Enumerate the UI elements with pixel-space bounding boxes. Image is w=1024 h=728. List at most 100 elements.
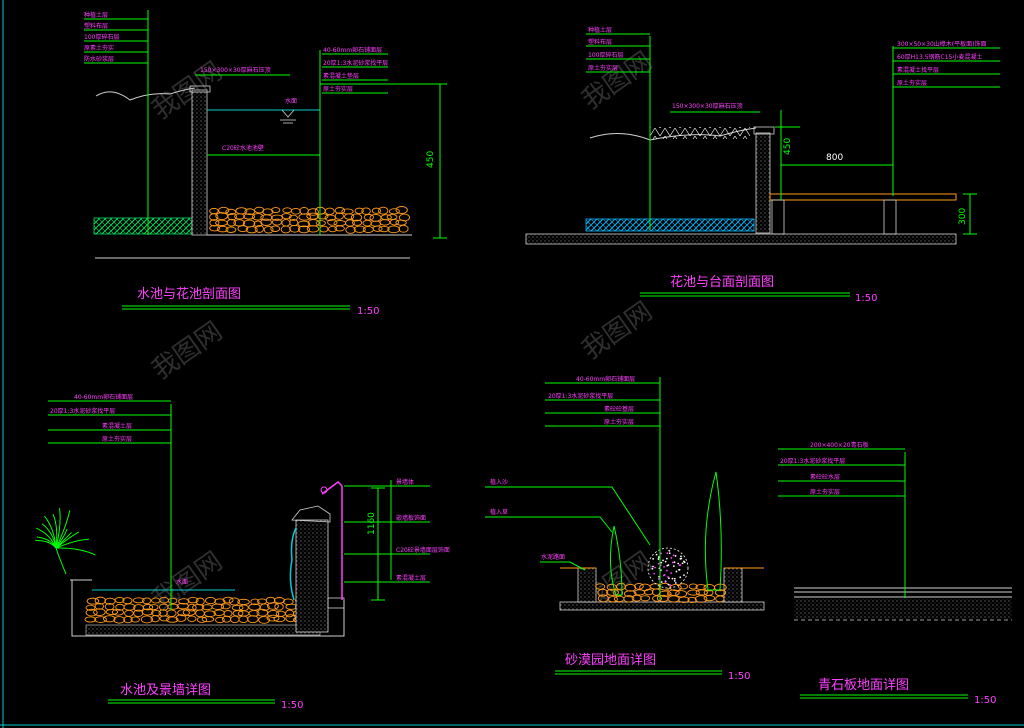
pebble [395,206,408,214]
pebble [94,602,104,610]
layer-label: 20厚1:3水泥砂浆找平层 [548,392,613,400]
shrub-dot [674,555,677,557]
dimension-text: 1160 [367,512,377,535]
section-title: 水池与花池剖面图 [137,286,241,302]
pebble [266,614,280,622]
bluestone-floor-section: 200×400×20青石板 20厚1:3水泥砂浆找平层 素砼砼水层 原土夯实层 … [778,441,1012,706]
pebble [228,597,240,606]
section-title: 花池与台面剖面图 [670,274,774,290]
dimension-text: 800 [826,153,843,163]
layer-label: 200×400×20青石板 [810,441,869,449]
layer-label: 防水砂浆层 [84,55,114,63]
water-spout [289,527,297,601]
pebble [253,220,263,228]
pebble [222,596,234,604]
layer-label: 素混凝土垫层 [323,72,359,80]
pebble [643,588,654,596]
layer-label: 原土夯实层 [102,435,132,443]
pebble [319,225,329,233]
pebble [677,583,689,590]
pebble [111,608,124,616]
pebble [263,225,274,234]
right-label: 素混凝土层 [396,574,426,582]
pebble [658,590,672,598]
shrub-dot [665,557,668,560]
pebble [259,603,270,611]
shrub-dot [662,559,664,562]
coping-stone [753,126,775,135]
shrub-dot [672,554,675,557]
left-label: 植入沙 [490,478,508,486]
plant-leaf [55,538,89,549]
pebble [260,218,272,226]
pebble [695,589,708,596]
pebble-bed [209,206,410,234]
shrub-dot [653,572,656,575]
plant-leaf [41,523,57,549]
pebble [209,224,221,232]
feature-wall [295,519,329,633]
shrub-dot [674,582,677,584]
plant-stem [55,547,67,575]
pebble [230,615,240,624]
pebble [250,598,260,606]
shrub-dot [675,570,678,573]
pebble [353,225,366,233]
leader-line [485,516,613,533]
pebble [280,225,291,234]
pebble [282,207,292,214]
pebble [142,603,154,611]
layer-label: 原土夯实层 [897,79,927,87]
pebble [258,616,270,624]
pebble [148,604,159,611]
pebble [388,208,400,215]
pebble [371,207,382,214]
pebble [372,225,383,232]
pebble [307,208,319,216]
plant-leaf [52,513,58,549]
pool-feature-wall-section: 40-60mm卵石铺面层 20厚1:3水泥砂浆找平层 素混凝土层 原土夯实层 景… [35,393,450,711]
layer-label: 原土夯实层 [810,488,840,496]
pebble [166,616,179,623]
plant-leaf [55,532,72,549]
shrub-dot [667,576,669,578]
pebble [141,608,154,616]
shrub-dot [670,572,673,574]
pebble [267,610,280,618]
pebble [694,595,708,603]
shrub-ball [647,547,689,600]
pebble [370,220,382,227]
pebble [238,604,249,611]
pebble [123,615,133,624]
layer-label: 种植土层 [84,11,108,19]
pebble [105,609,119,616]
pebble [223,610,233,618]
pebble [306,225,320,233]
pebble-bed [595,582,727,604]
pebble [211,603,225,610]
pebble [150,615,160,623]
pebble [187,596,199,604]
pebble [281,219,291,227]
pebble [216,225,229,233]
pebble [182,608,196,616]
pebble [245,226,258,234]
pebble [687,596,697,604]
cypress-plant [704,471,722,591]
pebble [243,213,255,220]
dimension-text: 300 [958,208,968,225]
pebble [354,207,364,214]
layer-label: 300×50×30山樟木(平板面)饰面 [897,40,986,48]
pebble [85,604,96,611]
pebble [281,213,292,220]
shrub-dot [673,577,676,580]
water-symbol [280,109,296,124]
pebble [209,219,220,227]
pebble [130,616,140,623]
sand-garden-section: 40-60mm卵石铺面层 20厚1:3水泥砂浆找平层 素砼砼基层 原土夯实层 植… [485,375,765,682]
scale-label: 1:50 [728,671,750,682]
shrub-dot [663,565,665,568]
water-label: 水面 [176,578,188,586]
pebble [196,616,208,623]
pebble [341,208,354,215]
